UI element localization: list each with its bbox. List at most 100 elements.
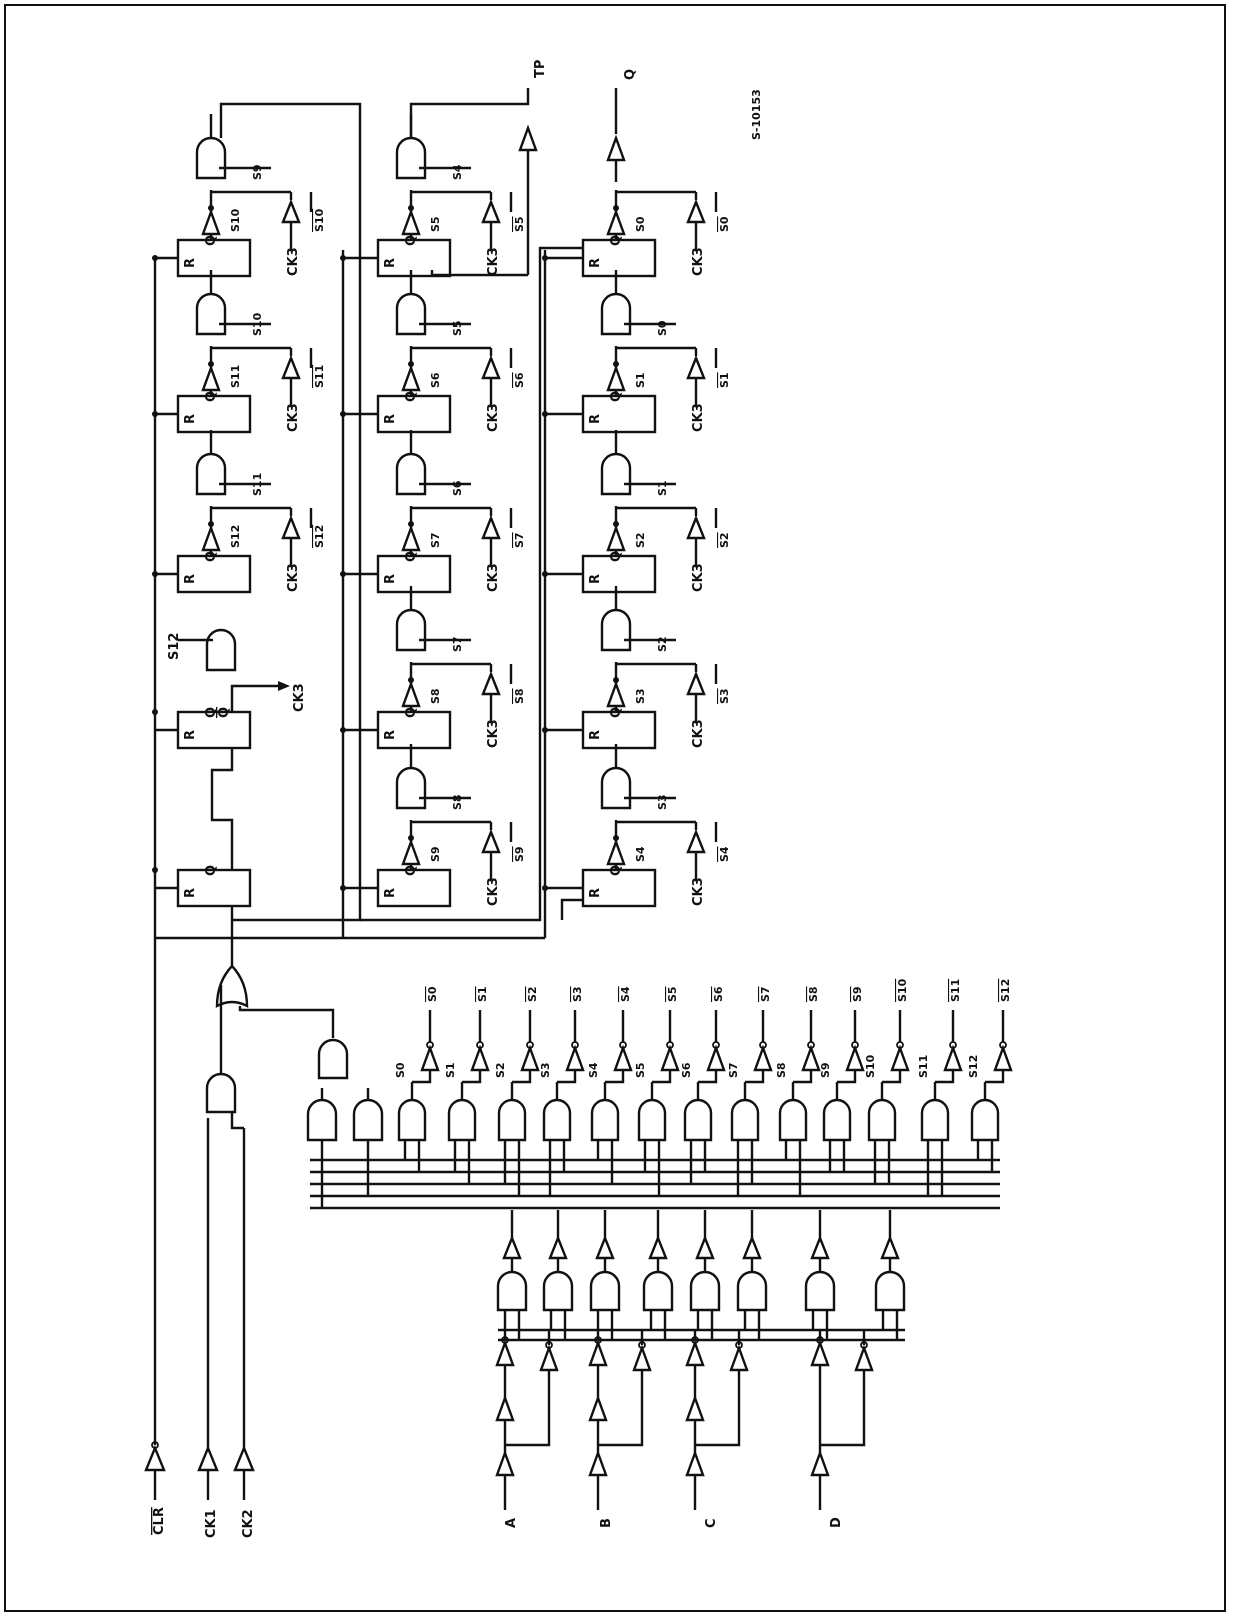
decoder-select-label: S11 <box>917 1055 930 1078</box>
top-ff1-to-ff2 <box>210 748 234 870</box>
decoder-output-inverter <box>660 1044 680 1072</box>
flip-flop-q-label: Q <box>609 235 624 246</box>
encoder-and-gate <box>874 1270 906 1312</box>
chain-and-gate <box>395 452 427 496</box>
decoder-to-inverter <box>605 1070 625 1084</box>
junction-dot <box>152 255 158 261</box>
decoder-output-inverter <box>565 1044 585 1072</box>
flip-flop <box>376 710 452 750</box>
encoder-buffer <box>502 1234 522 1260</box>
junction-dot <box>152 709 158 715</box>
inverter-bubble <box>476 1041 484 1049</box>
chain-and-gate <box>600 608 632 652</box>
decoder-bar-label: S6 <box>712 986 725 1002</box>
and-select-label: S8 <box>451 794 464 810</box>
junction-dot <box>152 411 158 417</box>
flip-flop-reset-label: R <box>183 258 198 268</box>
ck3-buffer <box>481 514 501 540</box>
state-bar-label: S9 <box>513 846 526 862</box>
flip-flop <box>176 394 252 434</box>
ck3-buffer <box>686 670 706 696</box>
inverter-bubble <box>896 1041 904 1049</box>
input-label-d: D <box>829 1517 844 1528</box>
input-branch <box>695 1370 741 1447</box>
decoder-to-inverter <box>793 1070 813 1084</box>
flip-flop-reset-label: R <box>183 414 198 424</box>
inverter-bubble <box>949 1041 957 1049</box>
inverter-bubble <box>526 1041 534 1049</box>
flip-flop-q-label: Q <box>404 551 419 562</box>
flip-flop-q-label: Q <box>609 707 624 718</box>
flip-flop-reset-label: R <box>588 888 603 898</box>
decoder-output-inverter <box>420 1044 440 1072</box>
chain-and-gate <box>395 608 427 652</box>
flip-flop-reset-label: R <box>588 574 603 584</box>
chain-and-gate <box>600 292 632 336</box>
ck3-label: CK3 <box>486 403 501 432</box>
decoder-bar-label: S9 <box>851 986 864 1002</box>
ck3-label: CK3 <box>691 247 706 276</box>
input-inverter-parallel <box>539 1344 559 1372</box>
flip-flop-reset-label: R <box>183 730 198 740</box>
flip-flop-q-label: Q <box>404 707 419 718</box>
output-buffer <box>401 838 421 866</box>
inverter-bubble <box>151 1441 159 1449</box>
ck3-label: CK3 <box>286 403 301 432</box>
state-bar-label: S4 <box>718 846 731 862</box>
input-label-ck2: CK2 <box>241 1509 256 1538</box>
flip-flop <box>376 868 452 908</box>
flip-flop-q-label: Q <box>404 865 419 876</box>
state-bar-label: S12 <box>313 525 326 548</box>
tp-feed <box>430 270 528 277</box>
flip-flop-qbar-label: Q <box>217 707 232 718</box>
ck3-buffer <box>481 198 501 224</box>
decoder-bar-label: S8 <box>807 986 820 1002</box>
ck3-label: CK3 <box>486 719 501 748</box>
chain-and-gate <box>600 452 632 496</box>
flip-flop <box>176 710 252 750</box>
input-label-clr: CLR <box>152 1507 167 1535</box>
tp-buffer <box>518 124 538 152</box>
input-label-a: A <box>504 1518 519 1528</box>
ck2-to-and <box>230 1112 244 1130</box>
output-label-q: Q <box>623 69 638 80</box>
decoder-and-gate <box>867 1098 897 1142</box>
state-label: S7 <box>429 532 442 548</box>
inverter-bubble <box>594 1336 602 1344</box>
inverter-bubble <box>816 1336 824 1344</box>
flip-flop-reset-label: R <box>383 888 398 898</box>
output-label-tp: TP <box>533 60 548 78</box>
chain-and-gate <box>600 766 632 810</box>
inverter-bubble <box>501 1336 509 1344</box>
flip-flop <box>581 238 657 278</box>
decoder-to-inverter <box>557 1070 577 1084</box>
decoder-and-gate <box>637 1098 667 1142</box>
top-ff-and-gate <box>205 628 237 672</box>
and-select-label: S1 <box>656 480 669 496</box>
encoder-and-gate <box>736 1270 768 1312</box>
chain-and-gate <box>395 292 427 336</box>
state-label: S12 <box>229 525 242 548</box>
output-buffer <box>606 208 626 236</box>
input-buffer <box>588 1449 608 1477</box>
flip-flop-q-label: Q <box>609 551 624 562</box>
flip-flop <box>376 554 452 594</box>
state-label: S11 <box>229 365 242 388</box>
flip-flop-reset-label: R <box>588 414 603 424</box>
decoder-and-gate <box>683 1098 713 1142</box>
decoder-select-label: S10 <box>864 1054 877 1078</box>
top-gate-sel-label: S12 <box>167 633 182 660</box>
state-bar-label: S11 <box>313 365 326 388</box>
ck3-label: CK3 <box>486 877 501 906</box>
decoder-output-inverter <box>753 1044 773 1072</box>
decoder-output-inverter <box>801 1044 821 1072</box>
input-buffer <box>685 1449 705 1477</box>
flip-flop-q-label: Q <box>204 235 219 246</box>
decoder-and-gate <box>542 1098 572 1142</box>
decoder-to-inverter <box>882 1070 902 1084</box>
input-label-c: C <box>704 1518 719 1528</box>
encoder-and-gate <box>496 1270 528 1312</box>
inverter-bubble <box>638 1341 646 1349</box>
output-buffer <box>401 524 421 552</box>
